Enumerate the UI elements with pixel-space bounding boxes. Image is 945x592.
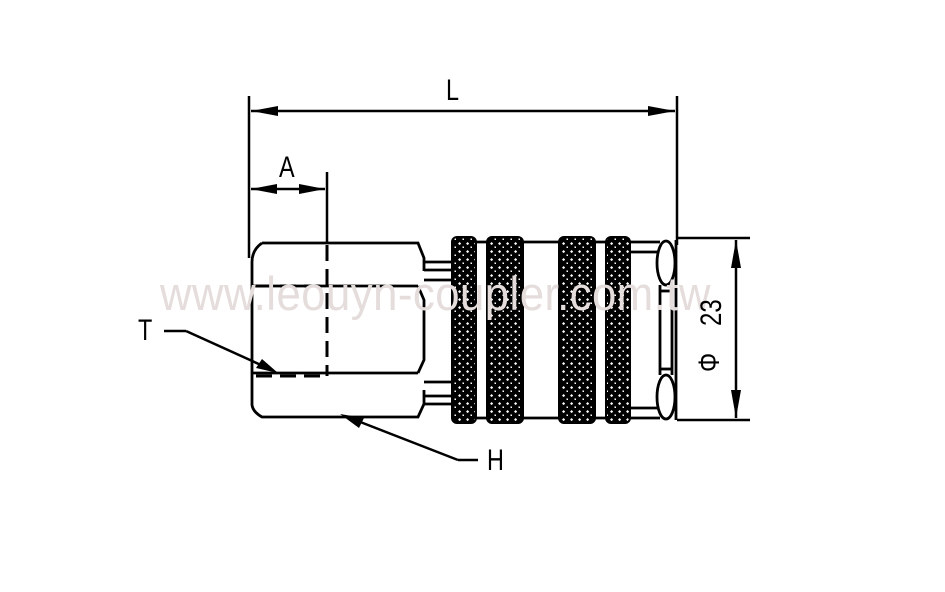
diameter-symbol: Φ (693, 352, 726, 372)
hex-body (250, 241, 452, 419)
label-h: H (487, 444, 504, 477)
dimension-l (247, 96, 679, 258)
label-a: A (279, 151, 295, 184)
end-hex (655, 239, 678, 421)
label-l: L (446, 74, 460, 107)
leader-h (340, 414, 478, 462)
diameter-value: 23 (695, 299, 728, 326)
label-t: T (138, 314, 153, 347)
dimension-diameter (677, 236, 750, 422)
leader-t (164, 329, 278, 373)
dimension-a (251, 172, 329, 243)
knurled-bands (451, 236, 631, 424)
thread-hidden-lines (256, 245, 329, 378)
